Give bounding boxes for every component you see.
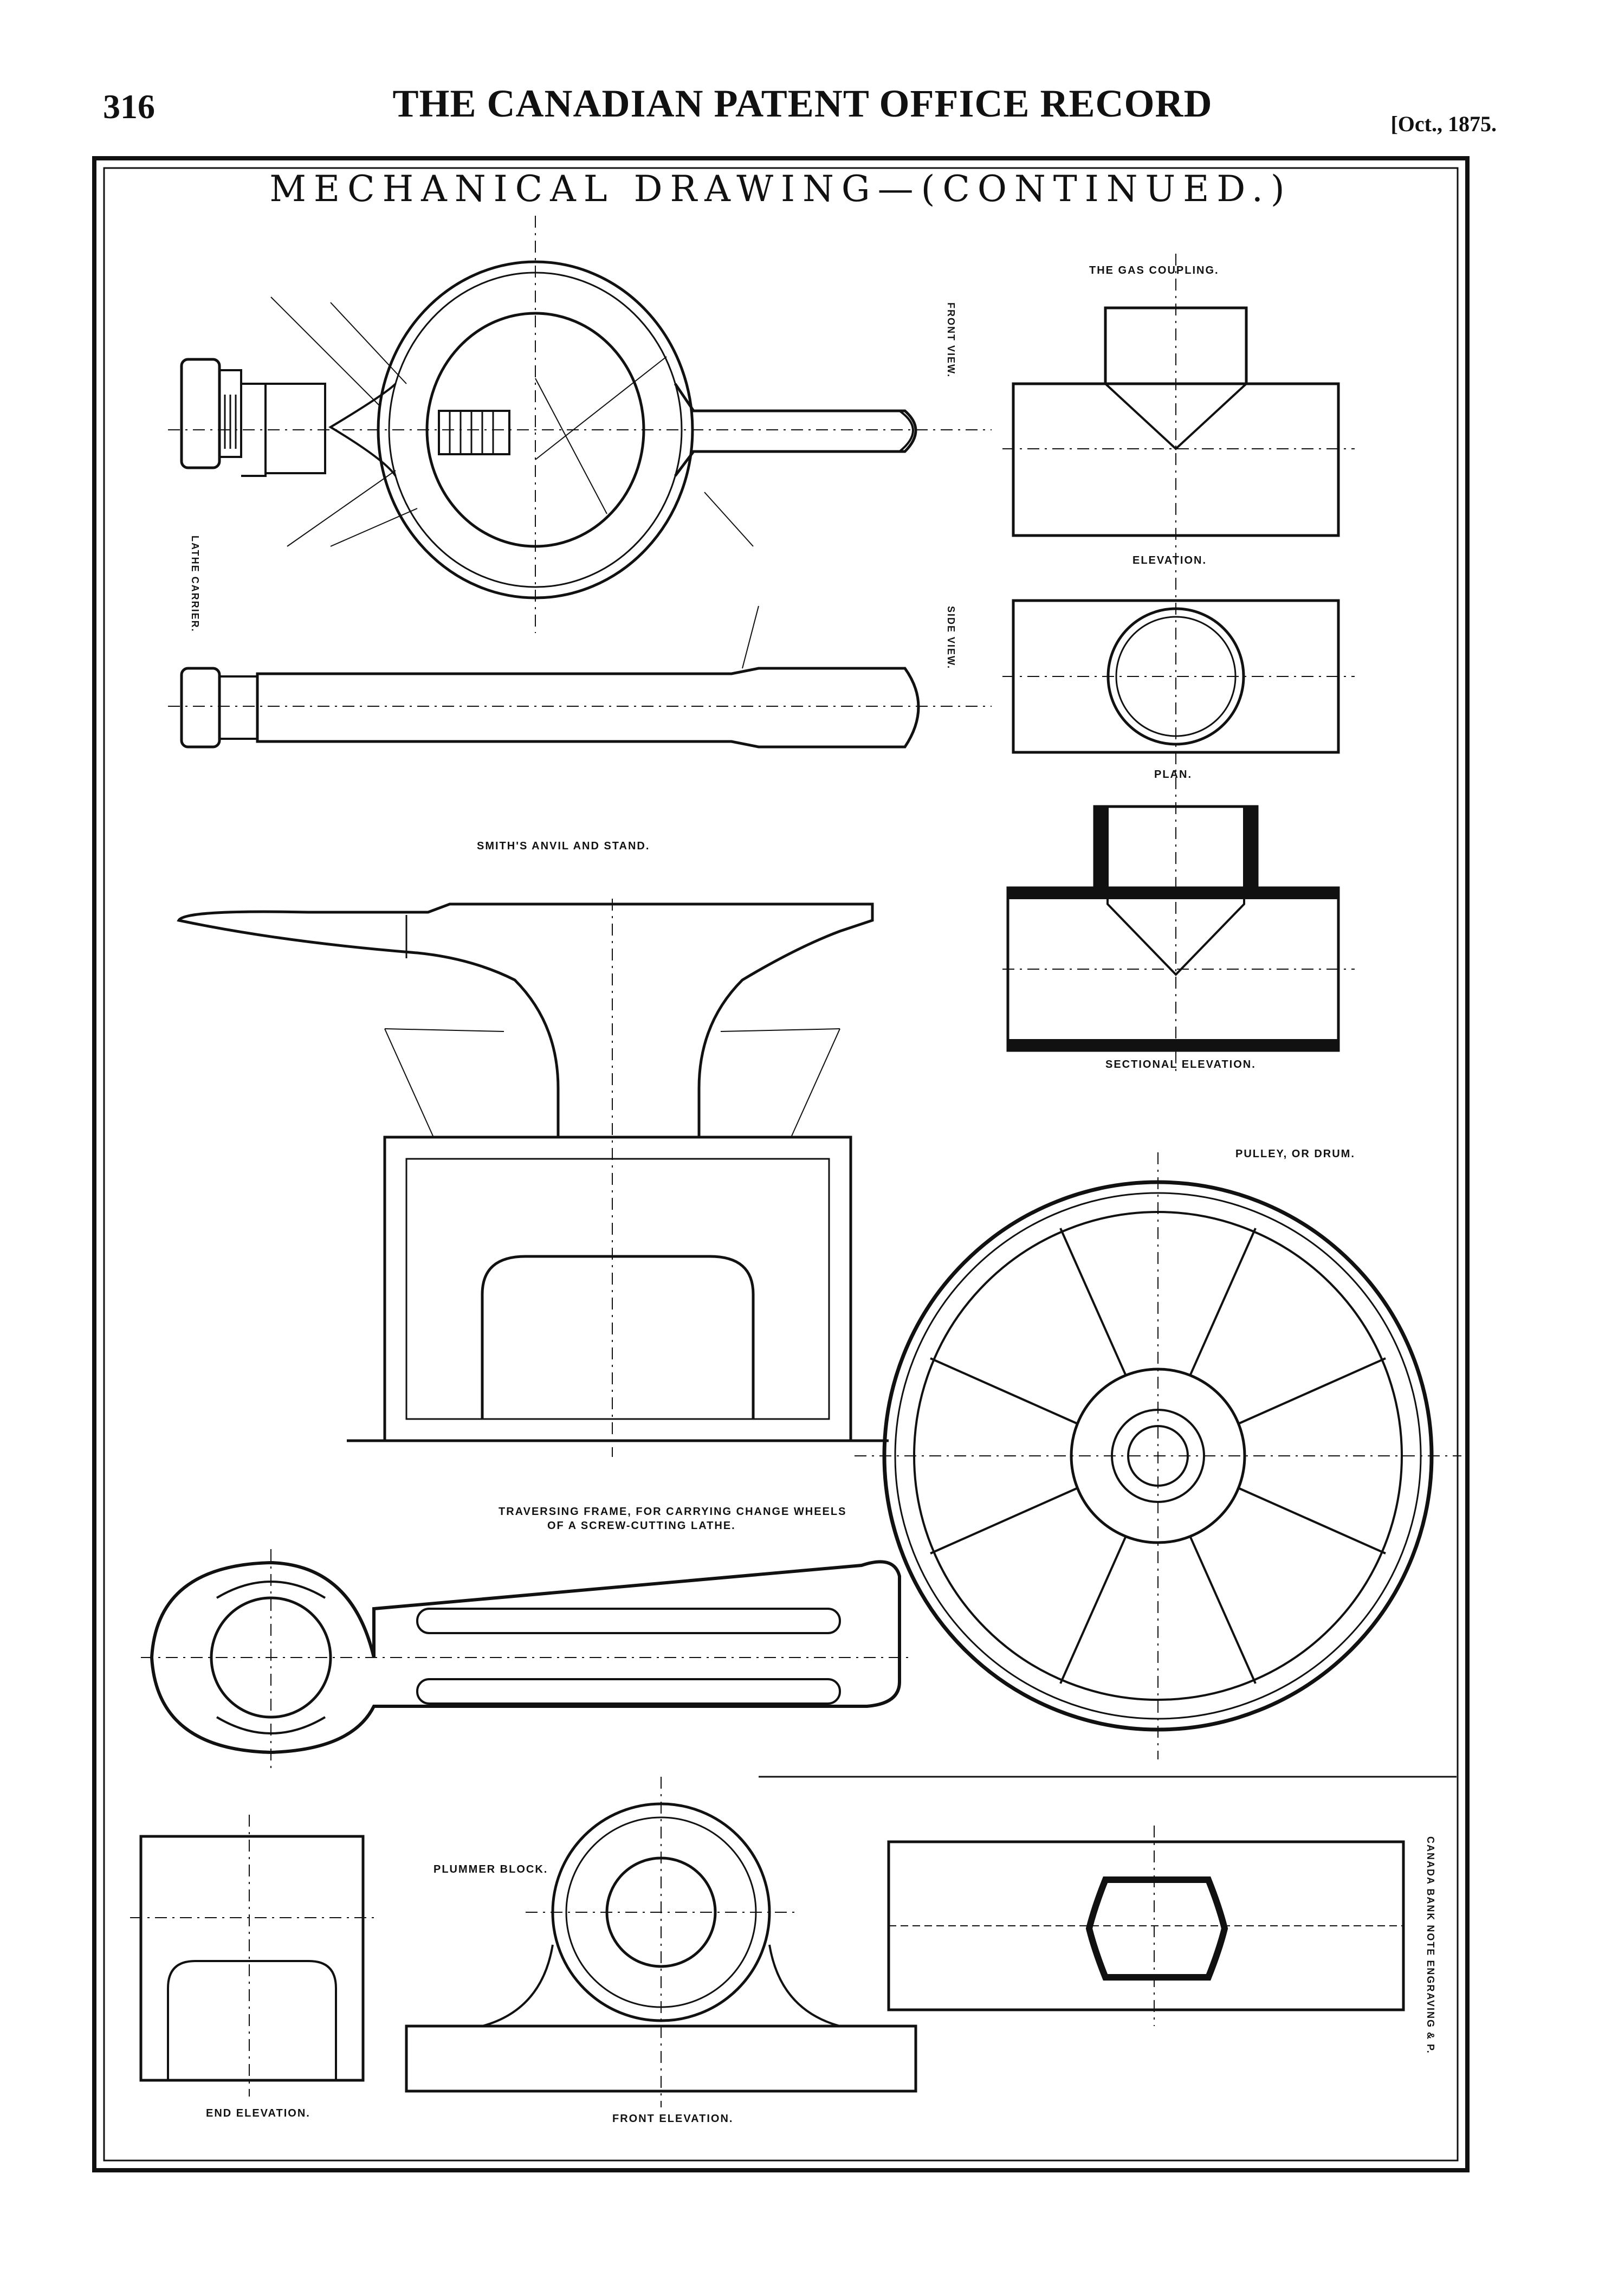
plate-outer-frame	[92, 156, 1470, 2172]
issue-date: [Oct., 1875.	[1390, 112, 1497, 136]
label-side-view: SIDE VIEW.	[946, 606, 956, 670]
label-plummer-block: PLUMMER BLOCK.	[433, 1863, 548, 1875]
lathe-carrier-side-view	[168, 605, 992, 749]
plummer-block-end-elevation	[130, 1815, 374, 2097]
label-gas-coupling: THE GAS COUPLING.	[1089, 265, 1219, 276]
page-header: 316 THE CANADIAN PATENT OFFICE RECORD [O…	[0, 0, 1605, 141]
label-pulley: PULLEY, OR DRUM.	[1235, 1148, 1355, 1160]
plate-title: MECHANICAL DRAWING—(CONTINUED.)	[269, 168, 1292, 210]
plummer-block-section	[759, 1776, 1457, 2026]
plate-inner-frame	[103, 167, 1459, 2162]
page-number: 316	[103, 87, 155, 126]
label-traversing-frame-line1: TRAVERSING FRAME, FOR CARRYING CHANGE WH…	[499, 1506, 847, 1518]
traversing-frame	[141, 1549, 910, 1771]
plate-drawings	[92, 156, 1470, 2172]
label-end-elevation: END ELEVATION.	[206, 2107, 310, 2119]
label-lathe-carrier: LATHE CARRIER.	[190, 536, 200, 633]
anvil-and-stand	[177, 899, 889, 1457]
gas-coupling-elevation	[1002, 306, 1355, 537]
label-plan: PLAN.	[1154, 769, 1192, 781]
drawing-plate: MECHANICAL DRAWING—(CONTINUED.) FRONT VI…	[92, 156, 1470, 2172]
label-traversing-frame-line2: OF A SCREW-CUTTING LATHE.	[547, 1520, 736, 1532]
lathe-carrier-front-view	[168, 216, 992, 633]
label-elevation: ELEVATION.	[1132, 554, 1207, 566]
gas-coupling-plan	[1002, 599, 1355, 754]
journal-title: THE CANADIAN PATENT OFFICE RECORD	[392, 82, 1213, 125]
label-sectional-elevation: SECTIONAL ELEVATION.	[1105, 1059, 1256, 1070]
label-front-elevation: FRONT ELEVATION.	[612, 2113, 734, 2125]
label-front-view: FRONT VIEW.	[946, 302, 956, 378]
plummer-block-front-elevation	[405, 1777, 917, 2107]
gas-coupling-sectional-elevation	[1002, 254, 1355, 1072]
label-anvil: SMITH'S ANVIL AND STAND.	[477, 840, 650, 852]
pulley-drum	[855, 1152, 1461, 1759]
label-engraver: CANADA BANK NOTE ENGRAVING & P.	[1425, 1836, 1436, 2054]
